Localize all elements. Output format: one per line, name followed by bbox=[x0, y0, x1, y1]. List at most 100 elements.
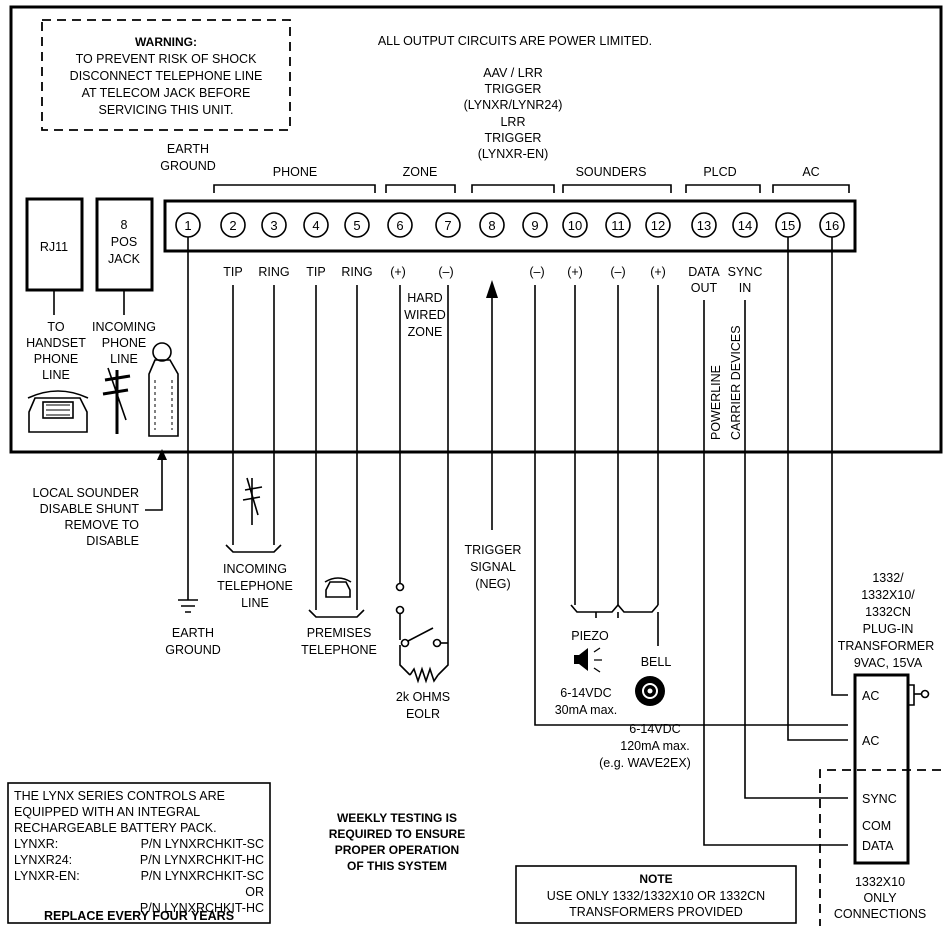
hard-wired-zone-line: WIRED bbox=[404, 308, 446, 322]
eolr-resistor bbox=[409, 666, 439, 684]
hard-wired-zone-line: HARD bbox=[407, 291, 442, 305]
incoming-telephone-line-label: INCOMING TELEPHONE LINE bbox=[217, 562, 293, 610]
trigger-signal-label: SIGNAL bbox=[470, 560, 516, 574]
to-handset-label: TO HANDSET PHONE LINE bbox=[26, 320, 86, 382]
battery-box-line: THE LYNX SERIES CONTROLS ARE bbox=[14, 789, 225, 803]
trigger-arrow bbox=[486, 280, 498, 298]
terminal-4[interactable] bbox=[303, 212, 329, 238]
pole-crossarm bbox=[104, 374, 131, 382]
speaker-waves bbox=[593, 647, 602, 673]
terminal-13[interactable] bbox=[691, 212, 717, 238]
terminal-8[interactable] bbox=[479, 212, 505, 238]
power-limited-note: ALL OUTPUT CIRCUITS ARE POWER LIMITED. bbox=[378, 34, 652, 48]
terminal-7[interactable] bbox=[435, 212, 461, 238]
eolr-label: 2k OHMS bbox=[396, 690, 450, 704]
terminal-10[interactable] bbox=[562, 212, 588, 238]
wire-t16-ac bbox=[831, 237, 848, 696]
battery-part: OR bbox=[245, 885, 264, 899]
terminal-3[interactable] bbox=[261, 212, 287, 238]
terminal-label: (–) bbox=[529, 265, 544, 279]
terminal-number: 14 bbox=[738, 218, 752, 233]
earth-ground-group-label: EARTH bbox=[167, 142, 209, 156]
local-sounder-line: LOCAL SOUNDER bbox=[32, 486, 139, 500]
sounder-shunt-icon bbox=[148, 342, 179, 437]
earth-ground-label: GROUND bbox=[165, 643, 221, 657]
terminal-11[interactable] bbox=[605, 212, 631, 238]
warning-title: WARNING: bbox=[135, 35, 197, 49]
terminal-labels: TIP RING TIP RING (+) (–) (–) (+) (–) (+… bbox=[223, 265, 762, 295]
premises-telephone-label: TELEPHONE bbox=[301, 643, 377, 657]
terminal-5[interactable] bbox=[344, 212, 370, 238]
x10-dashed-box bbox=[819, 769, 941, 926]
terminal-number: 13 bbox=[697, 218, 711, 233]
phone-group-label: PHONE bbox=[273, 165, 317, 179]
terminal-number: 2 bbox=[229, 218, 236, 233]
terminal-number: 5 bbox=[353, 218, 360, 233]
transformer-label-line: TRANSFORMER bbox=[838, 639, 935, 653]
ac-group-label: AC bbox=[802, 165, 819, 179]
x10-only-label: ONLY bbox=[863, 891, 897, 905]
battery-part: P/N LYNXRCHKIT-SC bbox=[141, 869, 264, 883]
trigger-bracket bbox=[471, 184, 555, 193]
shunt-callout-line bbox=[145, 452, 163, 511]
terminal-14[interactable] bbox=[732, 212, 758, 238]
incoming-phone-line-label: INCOMING PHONE LINE bbox=[92, 320, 156, 366]
phone-body bbox=[325, 581, 351, 598]
transformer-body bbox=[853, 673, 910, 865]
eolr-label: EOLR bbox=[406, 707, 440, 721]
weekly-testing-line: REQUIRED TO ENSURE bbox=[329, 827, 465, 841]
piezo-spec: 30mA max. bbox=[555, 703, 618, 717]
piezo-label: PIEZO bbox=[571, 629, 609, 643]
control-panel-outline bbox=[9, 5, 943, 454]
terminal-9[interactable] bbox=[522, 212, 548, 238]
speaker-cone bbox=[579, 648, 588, 671]
pos-jack-label: POS bbox=[111, 235, 137, 249]
trigger-header-line: LRR bbox=[500, 115, 525, 129]
phone-handset bbox=[324, 577, 352, 583]
terminal-6[interactable] bbox=[387, 212, 413, 238]
terminal-number: 1 bbox=[184, 218, 191, 233]
weekly-testing-line: WEEKLY TESTING IS bbox=[337, 811, 457, 825]
sounders-bracket bbox=[562, 184, 672, 193]
terminal-label: (–) bbox=[610, 265, 625, 279]
terminal-number: 11 bbox=[611, 218, 625, 233]
warning-box-border bbox=[41, 19, 291, 131]
note-box: NOTE USE ONLY 1332/1332X10 OR 1332CN TRA… bbox=[515, 865, 797, 924]
telephone-body bbox=[28, 397, 88, 433]
bell-spec: 120mA max. bbox=[620, 739, 689, 753]
bell-label: BELL bbox=[641, 655, 672, 669]
battery-info-box: THE LYNX SERIES CONTROLS ARE EQUIPPED WI… bbox=[7, 782, 271, 924]
trigger-header-line: TRIGGER bbox=[485, 82, 542, 96]
pole-wire bbox=[107, 367, 127, 421]
transformer-label-line: 1332/ bbox=[872, 571, 904, 585]
transformer-terminal-ac: AC bbox=[862, 689, 879, 703]
incoming-telephone-line-line: TELEPHONE bbox=[217, 579, 293, 593]
incoming-phone-line-line: PHONE bbox=[102, 336, 146, 350]
terminal-12[interactable] bbox=[645, 212, 671, 238]
terminal-label: RING bbox=[341, 265, 372, 279]
hard-wired-zone-line: ZONE bbox=[408, 325, 443, 339]
incoming-phone-line-line: INCOMING bbox=[92, 320, 156, 334]
switch-contact bbox=[400, 638, 410, 648]
terminal-number: 3 bbox=[270, 218, 277, 233]
wire-t14-sync bbox=[744, 300, 848, 799]
terminal-number: 8 bbox=[488, 218, 495, 233]
battery-box-line: RECHARGEABLE BATTERY PACK. bbox=[14, 821, 217, 835]
terminal-label: DATA bbox=[688, 265, 720, 279]
group-brackets bbox=[213, 184, 850, 193]
powerline-line: POWERLINE bbox=[709, 365, 723, 440]
battery-model: LYNXR: bbox=[14, 837, 58, 851]
terminal-label: RING bbox=[258, 265, 289, 279]
terminal-label: (+) bbox=[390, 265, 406, 279]
bell-center bbox=[647, 688, 653, 694]
trigger-header-line: (LYNXR-EN) bbox=[478, 147, 549, 161]
terminal-2[interactable] bbox=[220, 212, 246, 238]
earth-ground-group-label: GROUND bbox=[160, 159, 216, 173]
speaker-icon bbox=[574, 647, 602, 673]
warning-line: DISCONNECT TELEPHONE LINE bbox=[70, 69, 263, 83]
incoming-line-pole-icon bbox=[242, 477, 263, 525]
zone-bracket bbox=[385, 184, 456, 193]
shunt-knob bbox=[152, 342, 172, 362]
terminal-number: 12 bbox=[651, 218, 665, 233]
weekly-testing-notice: WEEKLY TESTING IS REQUIRED TO ENSURE PRO… bbox=[329, 811, 465, 873]
